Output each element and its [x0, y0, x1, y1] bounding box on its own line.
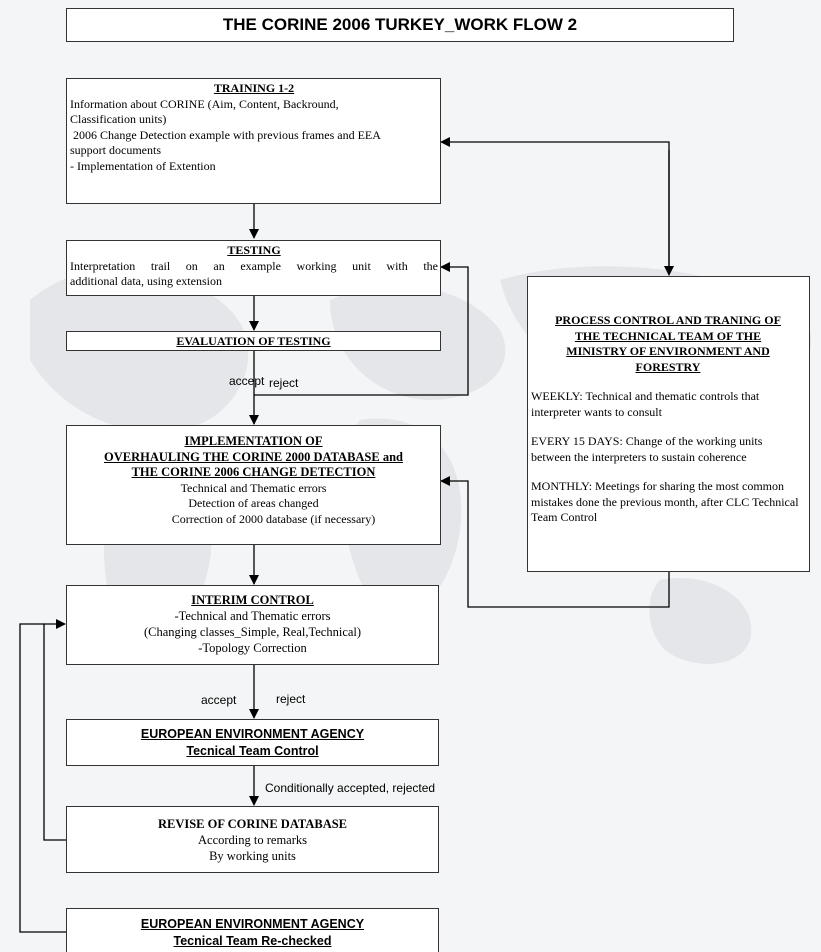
training-line: Classification units) [70, 112, 167, 126]
arrow-process-to-implementation [440, 476, 670, 608]
arrow-process-to-training [440, 137, 670, 268]
interim-control-box: INTERIM CONTROL -Technical and Thematic … [66, 585, 439, 665]
revise-heading: REVISE OF CORINE DATABASE [157, 817, 348, 831]
eea-recheck-box: EUROPEAN ENVIRONMENT AGENCY Tecnical Tea… [66, 908, 439, 952]
reject-label: reject [276, 692, 306, 706]
eea-control-heading: EUROPEAN ENVIRONMENT AGENCY [140, 727, 365, 741]
interim-heading: INTERIM CONTROL [191, 593, 314, 607]
arrow-recheck-to-interim [19, 623, 67, 933]
monthly-text: MONTHLY: Meetings for sharing the most c… [531, 479, 799, 524]
training-box: TRAINING 1-2 Information about CORINE (A… [66, 78, 441, 204]
implementation-line: Detection of areas changed [188, 496, 319, 510]
every-15-days-text: EVERY 15 DAYS: Change of the working uni… [531, 434, 763, 464]
eea-control-box: EUROPEAN ENVIRONMENT AGENCY Tecnical Tea… [66, 719, 439, 766]
testing-line: Interpretation trail on an example worki… [70, 258, 438, 273]
training-line: - Implementation of Extention [70, 158, 216, 173]
training-line: support documents [70, 143, 161, 157]
revise-line: By working units [209, 849, 296, 863]
testing-heading: TESTING [227, 243, 281, 257]
accept-label: accept [201, 693, 237, 707]
implementation-heading: IMPLEMENTATION OF [184, 434, 323, 448]
training-heading: TRAINING 1-2 [213, 81, 295, 95]
process-control-heading: MINISTRY OF ENVIRONMENT AND [566, 344, 770, 358]
testing-box: TESTING Interpretation trail on an examp… [66, 240, 441, 296]
process-control-heading: THE TECHNICAL TEAM OF THE [574, 328, 762, 343]
process-control-heading: FORESTRY [635, 359, 701, 374]
evaluation-box: EVALUATION OF TESTING [66, 331, 441, 351]
process-control-box: PROCESS CONTROL AND TRANING OF THE TECHN… [527, 276, 810, 572]
arrow-revise-to-interim [43, 619, 67, 841]
training-line: Information about CORINE (Aim, Content, … [70, 96, 339, 111]
evaluation-heading: EVALUATION OF TESTING [176, 334, 331, 348]
process-control-heading: PROCESS CONTROL AND TRANING OF [555, 313, 781, 327]
implementation-box: IMPLEMENTATION OF OVERHAULING THE CORINE… [66, 425, 441, 545]
eea-recheck-subheading: Tecnical Team Re-checked [173, 934, 332, 948]
accept-label: accept [229, 374, 265, 388]
revise-box: REVISE OF CORINE DATABASE According to r… [66, 806, 439, 873]
page-title: THE CORINE 2006 TURKEY_WORK FLOW 2 [66, 8, 734, 42]
training-line: 2006 Change Detection example with previ… [70, 127, 381, 142]
conditional-label: Conditionally accepted, rejected [265, 781, 436, 795]
arrow-reject-to-testing [254, 262, 469, 396]
implementation-heading: OVERHAULING THE CORINE 2000 DATABASE and [103, 449, 404, 464]
implementation-heading: THE CORINE 2006 CHANGE DETECTION [131, 465, 376, 479]
eea-recheck-heading: EUROPEAN ENVIRONMENT AGENCY [140, 917, 365, 931]
revise-line: According to remarks [198, 833, 307, 847]
reject-label: reject [269, 376, 299, 390]
eea-control-subheading: Tecnical Team Control [186, 744, 319, 758]
implementation-line: Technical and Thematic errors [180, 480, 327, 495]
weekly-text: WEEKLY: Technical and thematic controls … [531, 389, 760, 419]
testing-line: additional data, using extension [70, 274, 222, 288]
implementation-line: Correction of 2000 database (if necessar… [171, 511, 376, 526]
interim-line: -Technical and Thematic errors [174, 609, 331, 623]
interim-line: -Topology Correction [198, 641, 307, 655]
interim-line: (Changing classes_Simple, Real,Technical… [143, 625, 362, 639]
